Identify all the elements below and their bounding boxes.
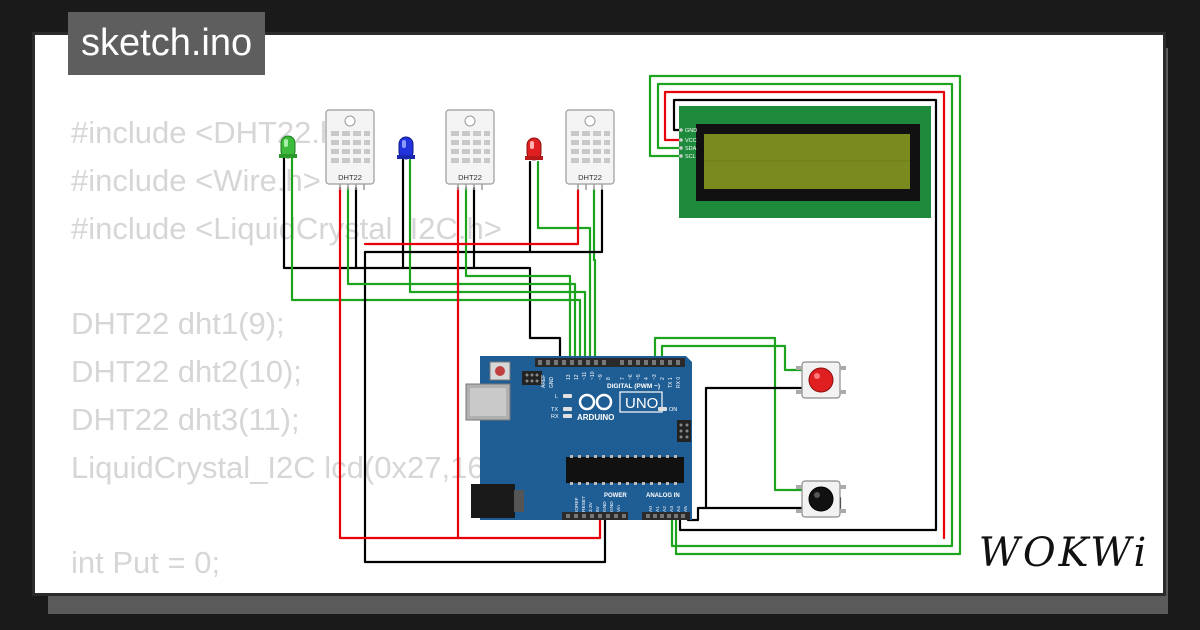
wire bbox=[346, 186, 577, 360]
code-line: #include <Wire.h> bbox=[71, 162, 321, 198]
wire bbox=[660, 344, 807, 372]
wire bbox=[363, 160, 607, 564]
wire bbox=[672, 98, 938, 532]
tx-led-label: TX bbox=[551, 407, 558, 413]
pin-label: 13 bbox=[566, 374, 572, 380]
dht22-sensor-3[interactable]: DHT22 bbox=[565, 109, 615, 190]
pin-label: A4 bbox=[676, 506, 682, 512]
pin-label: ~9 bbox=[598, 374, 604, 380]
code-line: DHT22 dht1(9); bbox=[71, 306, 285, 342]
uno-model-label: UNO bbox=[625, 395, 658, 412]
lcd-pin-label: GND bbox=[685, 128, 697, 134]
wire bbox=[464, 186, 572, 360]
pin-label: IOREF bbox=[574, 497, 580, 512]
black-pushbutton[interactable] bbox=[796, 480, 846, 518]
pin-label: A0 bbox=[648, 506, 654, 512]
pin-label: 3.3V bbox=[588, 501, 594, 512]
code-line: DHT22 dht2(10); bbox=[71, 353, 302, 389]
wokwi-logo-text: WOKWi bbox=[978, 530, 1150, 576]
l-led-label: L bbox=[555, 394, 558, 400]
pin-label: 4 bbox=[644, 377, 650, 380]
pin-label: A5 bbox=[683, 506, 689, 512]
pin-label-aref: AREF bbox=[541, 375, 547, 388]
code-line: int bbox=[71, 587, 529, 594]
lcd-pin-label: SDA bbox=[685, 146, 697, 152]
pin-label: GND bbox=[602, 501, 608, 512]
pin-label: 2 bbox=[660, 377, 666, 380]
wire bbox=[363, 188, 580, 246]
wire bbox=[686, 506, 708, 522]
pin-label: Vin bbox=[616, 505, 622, 512]
wire bbox=[290, 156, 582, 360]
code-line: LiquidCrystal_I2C lcd(0x27,16,2); bbox=[71, 449, 530, 485]
pin-label: A1 bbox=[655, 506, 661, 512]
digital-header-label: DIGITAL (PWM ~) bbox=[607, 383, 660, 390]
wokwi-logo: WOKWi bbox=[976, 525, 1152, 581]
wire bbox=[528, 188, 604, 254]
lcd-display[interactable]: GND VCC SDA SCL bbox=[679, 106, 931, 218]
pin-label: 8 bbox=[606, 377, 612, 380]
pin-label: GND bbox=[609, 501, 615, 512]
pin-label: ~10 bbox=[590, 371, 596, 380]
red-led[interactable] bbox=[525, 137, 543, 161]
wire bbox=[408, 158, 587, 360]
wire bbox=[663, 90, 946, 540]
pin-label: ~11 bbox=[582, 372, 588, 380]
wire bbox=[653, 336, 807, 492]
sensor-label: DHT22 bbox=[578, 173, 602, 182]
pin-label: A2 bbox=[662, 506, 668, 512]
wire bbox=[648, 74, 962, 556]
pin-label-gnd: GND bbox=[549, 377, 555, 389]
dht22-sensor-2[interactable]: DHT22 bbox=[445, 109, 495, 190]
pin-label: RX 0 bbox=[676, 377, 682, 388]
analog-header-label: ANALOG IN bbox=[646, 493, 680, 499]
pin-label: ~5 bbox=[636, 374, 642, 380]
lcd-pin-label: VCC bbox=[685, 138, 697, 144]
on-led-label: ON bbox=[669, 407, 677, 413]
wire bbox=[282, 156, 562, 360]
arduino-uno-board[interactable]: AREF GND 13 12 ~11 ~10 ~9 8 7 ~6 ~5 4 ~3… bbox=[465, 356, 692, 520]
pin-label: 12 bbox=[574, 374, 580, 380]
lcd-pin-label: SCL bbox=[685, 154, 696, 160]
wire bbox=[592, 188, 597, 360]
wire bbox=[536, 160, 592, 360]
pin-label: ~3 bbox=[652, 374, 658, 380]
sensor-label: DHT22 bbox=[458, 173, 482, 182]
power-header-label: POWER bbox=[604, 493, 627, 499]
sketch-filename-title: sketch.ino bbox=[68, 12, 266, 75]
pin-label: ~6 bbox=[628, 374, 634, 380]
green-led[interactable] bbox=[279, 135, 297, 159]
arduino-logo-text: ARDUINO bbox=[577, 413, 614, 422]
code-line: DHT22 dht3(11); bbox=[71, 401, 300, 437]
red-pushbutton[interactable] bbox=[796, 361, 846, 399]
pin-label: A3 bbox=[669, 506, 675, 512]
rx-led-label: RX bbox=[551, 414, 559, 420]
code-line: int Put = 0; bbox=[71, 545, 221, 581]
sensor-label: DHT22 bbox=[338, 173, 362, 182]
wire bbox=[338, 186, 602, 540]
dht22-sensor-1[interactable]: DHT22 bbox=[325, 109, 375, 190]
pin-label: RESET bbox=[581, 496, 587, 512]
blue-led[interactable] bbox=[397, 136, 415, 160]
pin-label: 7 bbox=[620, 377, 626, 380]
pin-label: 5V bbox=[595, 505, 601, 512]
arduino-logo-icon bbox=[578, 393, 613, 411]
wire bbox=[656, 82, 954, 548]
pin-label: TX 1 bbox=[668, 377, 674, 388]
